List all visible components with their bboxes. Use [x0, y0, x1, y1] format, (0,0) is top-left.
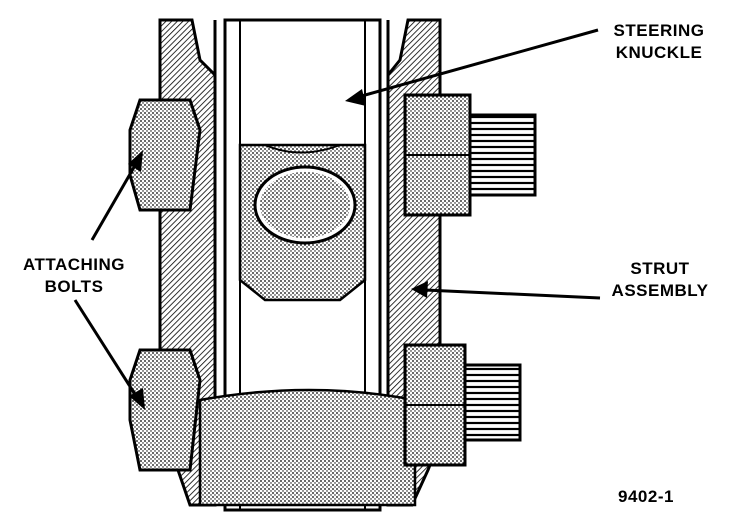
label-steering-knuckle-line2: KNUCKLE	[615, 43, 703, 62]
label-strut-assembly-line1: STRUT	[630, 259, 690, 278]
figure-number: 9402-1	[618, 487, 674, 506]
leader-bolts-lower	[73, 299, 145, 410]
lower-bolt	[128, 343, 522, 472]
upper-bolt	[128, 93, 537, 217]
label-attaching-bolts-line1: ATTACHING	[22, 255, 126, 274]
leader-strut	[411, 281, 601, 300]
label-steering-knuckle-line1: STEERING	[613, 21, 705, 40]
steering-knuckle	[198, 18, 417, 512]
label-steering-knuckle: STEERING KNUCKLE	[600, 20, 718, 64]
label-attaching-bolts-line2: BOLTS	[44, 277, 104, 296]
leader-knuckle	[345, 28, 599, 106]
label-attaching-bolts: ATTACHING BOLTS	[8, 254, 140, 298]
label-strut-assembly-line2: ASSEMBLY	[611, 281, 709, 300]
label-strut-assembly: STRUT ASSEMBLY	[596, 258, 724, 302]
leader-bolts-upper	[90, 150, 143, 241]
